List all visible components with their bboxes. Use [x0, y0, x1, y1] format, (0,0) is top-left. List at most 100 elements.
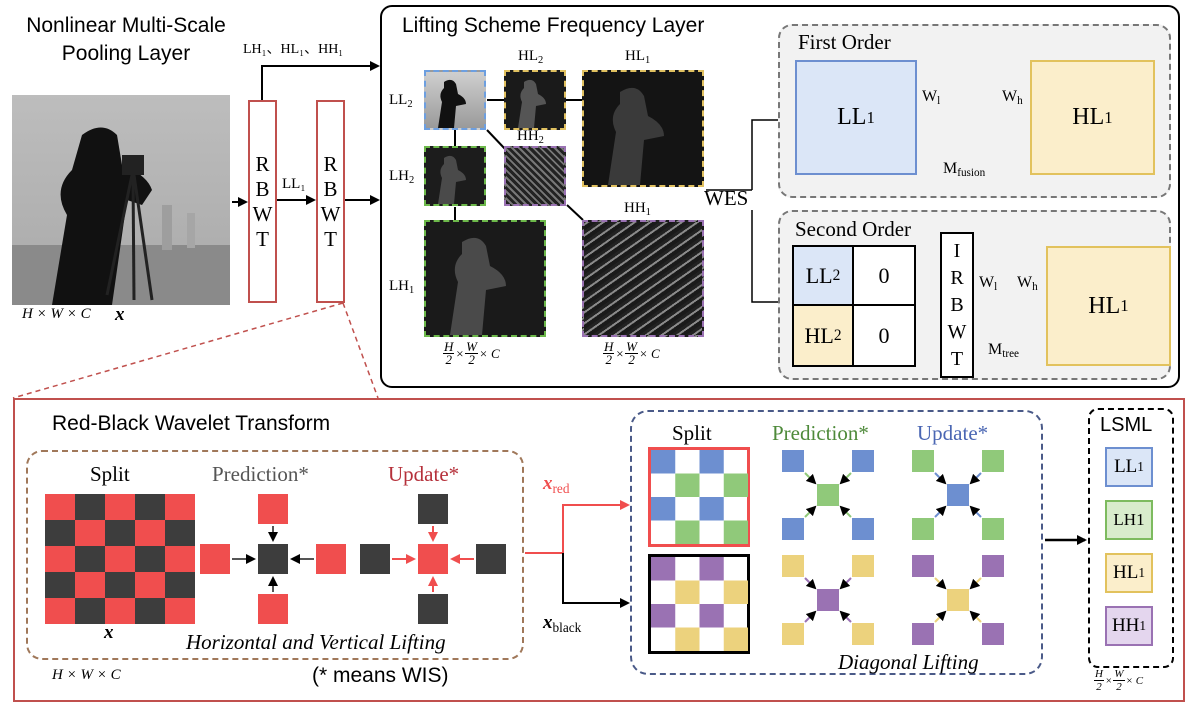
hv-update-label: Update*: [388, 462, 460, 486]
lh2-label: LH2: [389, 168, 415, 186]
rbwt-block-2: R B W T: [316, 100, 345, 303]
irbwt-r: R: [950, 266, 964, 289]
irbwt-t: T: [950, 347, 964, 370]
diagonal-lifting-panel: [630, 410, 1043, 675]
so-zero-bottom: 0: [854, 306, 914, 365]
checker-cell: [75, 494, 105, 520]
lsml-panel: [1088, 408, 1174, 668]
second-order-wh: Wh: [1017, 274, 1038, 293]
second-order-wl: Wl: [979, 274, 998, 293]
rbwt1-r: R: [255, 151, 270, 176]
checker-cell: [45, 520, 75, 546]
lifting-title: Lifting Scheme Frequency Layer: [402, 14, 705, 37]
hv-split-label: Split: [90, 462, 130, 486]
checker-cell: [165, 520, 195, 546]
diag-prediction-label: Prediction*: [772, 421, 869, 445]
x-black-label: xblack: [543, 612, 582, 635]
split-grid-cell: [675, 520, 700, 544]
rbwt-block-1: R B W T: [248, 100, 277, 303]
hv-lifting-caption: Horizontal and Vertical Lifting: [186, 630, 446, 654]
rbwt2-r: R: [323, 151, 338, 176]
checker-cell: [75, 572, 105, 598]
irbwt-w: W: [947, 320, 967, 343]
checker-cell: [165, 546, 195, 572]
pooling-title-line1: Nonlinear Multi-Scale: [26, 14, 226, 37]
split-grid-cell: [723, 520, 748, 544]
black-split-grid: [648, 554, 750, 654]
first-order-title: First Order: [798, 30, 891, 54]
rbwt-panel: [13, 398, 1185, 702]
lsml-lh1: LH1: [1105, 500, 1153, 540]
checker-cell: [135, 494, 165, 520]
first-order-wh: Wh: [1002, 88, 1023, 107]
lsml-title: LSML: [1100, 414, 1153, 436]
pooling-title: Nonlinear Multi-Scale Pooling Layer: [6, 12, 246, 68]
checker-cell: [75, 598, 105, 624]
hl2-label: HL2: [518, 48, 544, 66]
diag-prediction-black: [782, 555, 874, 645]
diag-update-red: [912, 450, 1004, 540]
checker-cell: [105, 598, 135, 624]
so-zero-top: 0: [854, 247, 914, 306]
rbwt2-t: T: [324, 226, 337, 251]
checker-cell: [45, 598, 75, 624]
split-grid-cell: [699, 604, 724, 628]
hl1-label: HL1: [625, 48, 651, 66]
split-grid-cell: [699, 450, 724, 474]
rbwt1-t: T: [256, 226, 269, 251]
checker-cell: [135, 572, 165, 598]
hh2-image: [504, 146, 566, 206]
lh1-image: [424, 220, 546, 337]
hh2-label: HH2: [517, 128, 544, 146]
split-grid-cell: [723, 473, 748, 497]
input-dims: H × W × C: [22, 306, 91, 322]
rbwt2-w: W: [320, 201, 341, 226]
diag-prediction-red: [782, 450, 874, 540]
hv-update-stencil: [360, 494, 506, 624]
checker-cell: [105, 520, 135, 546]
diag-update-black: [912, 555, 1004, 645]
split-grid-cell: [675, 473, 700, 497]
checker-cell: [165, 494, 195, 520]
checker-cell: [45, 572, 75, 598]
split-grid-cell: [723, 580, 748, 604]
checker-cell: [75, 520, 105, 546]
ll2-label: LL2: [389, 92, 413, 110]
checker-cell: [45, 546, 75, 572]
checker-cell: [45, 494, 75, 520]
lh1-label: LH1: [389, 278, 415, 296]
irbwt-b: B: [950, 293, 964, 316]
split-grid-cell: [699, 557, 724, 581]
ll2-image: [424, 70, 486, 130]
checker-cell: [135, 520, 165, 546]
hv-prediction-label: Prediction*: [212, 462, 309, 486]
diag-lifting-caption: Diagonal Lifting: [838, 650, 979, 674]
diag-split-label: Split: [672, 421, 712, 445]
checkerboard-x-label: x: [104, 622, 114, 643]
hh1-label: HH1: [624, 200, 651, 218]
checker-cell: [105, 546, 135, 572]
hv-lifting-panel: [26, 450, 524, 660]
input-image: [12, 95, 230, 305]
irbwt-block: I R B W T: [940, 232, 974, 378]
split-grid-cell: [651, 604, 676, 628]
diag-update-label: Update*: [917, 421, 989, 445]
split-grid-cell: [651, 557, 676, 581]
first-order-m: Mfusion: [943, 160, 986, 179]
second-order-m: Mtree: [988, 341, 1019, 360]
rbwt-title: Red-Black Wavelet Transform: [52, 412, 331, 435]
checker-cell: [165, 598, 195, 624]
x-red-label: xred: [543, 473, 570, 496]
wes-label: WES: [704, 186, 749, 210]
split-grid-cell: [675, 627, 700, 651]
checker-cell: [135, 598, 165, 624]
